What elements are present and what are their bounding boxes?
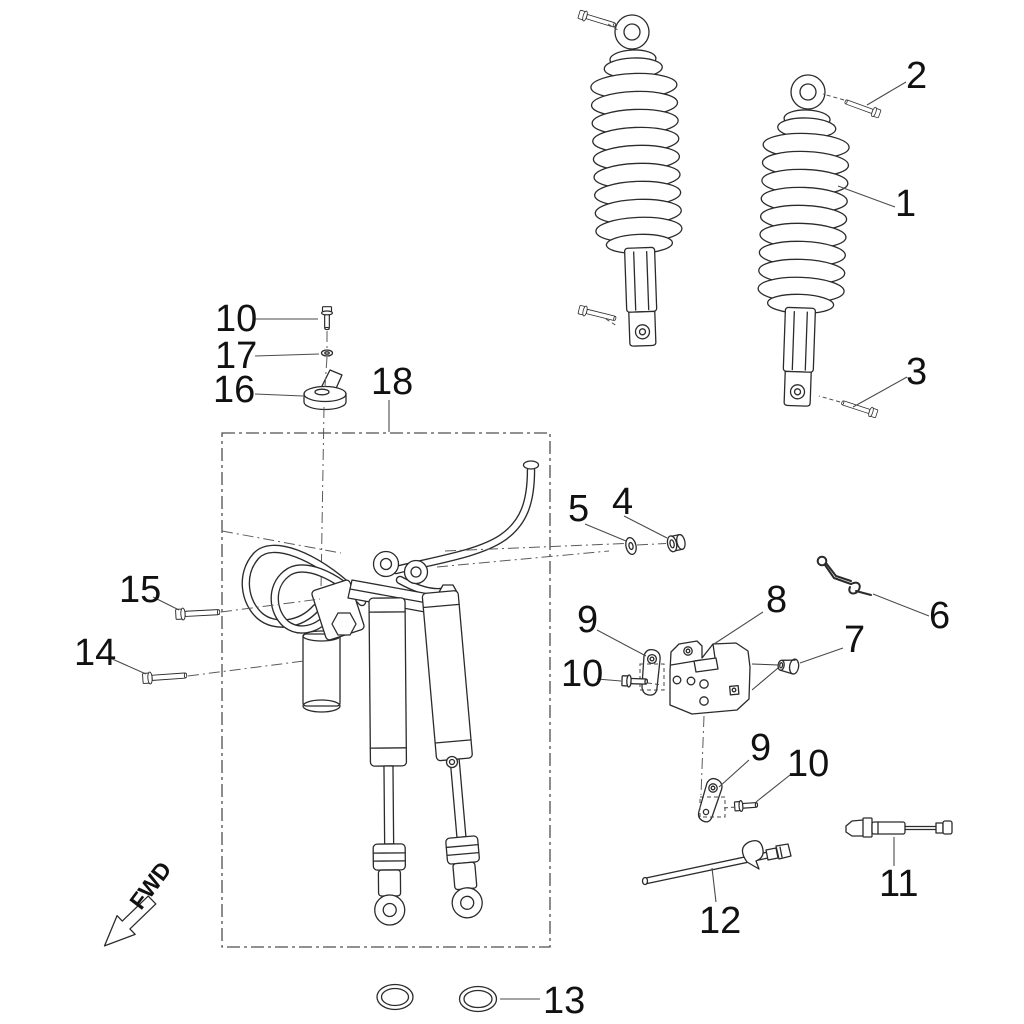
shock-absorber-right-part1: [753, 72, 853, 408]
strap-part9-upper: [639, 648, 665, 696]
axis-line-17-16: [324, 356, 328, 388]
callout-1: 1: [895, 183, 916, 225]
hydraulic-cylinder-left: [368, 597, 409, 926]
rod-clamp: [741, 839, 764, 870]
callout-9-lower: 9: [750, 727, 771, 769]
axis-line-16-assembly: [320, 406, 325, 590]
valve-block: [311, 550, 459, 641]
callout-10-lower: 10: [787, 743, 829, 785]
callout-18: 18: [371, 361, 413, 403]
strap-part9-lower: [697, 777, 726, 823]
axis-line-bolt15: [220, 598, 321, 613]
callout-3: 3: [906, 351, 927, 393]
callout-numbers: 1 2 3 4 5 6 7 8 9 9 10 10 10 11 12 13 14…: [74, 55, 950, 1022]
callout-9-upper: 9: [577, 599, 598, 641]
bolt-part14: [141, 669, 188, 685]
sensor-cable-part11: [845, 817, 953, 838]
bolt-part3: [818, 395, 879, 419]
callout-11: 11: [879, 863, 918, 905]
callout-5: 5: [568, 488, 589, 530]
callout-8: 8: [766, 579, 787, 621]
callout-13: 13: [543, 980, 585, 1022]
callout-16: 16: [213, 369, 255, 411]
accumulator-canister: [302, 630, 341, 713]
bracket-part8: [669, 640, 751, 715]
callout-10-mid: 10: [561, 653, 603, 695]
callout-12: 12: [699, 900, 741, 942]
axis-line-hose-washer: [444, 543, 626, 552]
o-ring-left-part13: [376, 983, 414, 1011]
rod-part12: [641, 839, 792, 886]
axis-line-bolt14: [187, 660, 305, 677]
bolt-top-left-shock: [577, 8, 619, 31]
shock-absorber-left: [587, 12, 687, 348]
screw-part10-lower: [723, 798, 759, 813]
hydraulic-unit-assembly-18: [241, 460, 540, 926]
bolt-part2: [822, 93, 882, 120]
pin-part7: [777, 658, 800, 675]
callout-10-top: 10: [215, 298, 257, 340]
callout-7: 7: [844, 619, 865, 661]
bolt-part15: [175, 605, 221, 621]
callout-17: 17: [215, 335, 257, 377]
axis-line-washer-nut: [636, 543, 667, 546]
callout-2: 2: [906, 55, 927, 97]
callout-6: 6: [929, 595, 950, 637]
hose-open-end: [522, 460, 540, 470]
fwd-label: FWD: [124, 857, 176, 914]
assembly-18-boundary: [221, 432, 551, 948]
nut-part4: [666, 533, 686, 553]
callout-15: 15: [119, 569, 161, 611]
washer-part5: [625, 536, 637, 556]
axis-line-bracket-strap: [700, 715, 705, 796]
callout-4: 4: [612, 481, 633, 523]
leader-lines: [109, 81, 930, 1000]
cap-part16: [303, 369, 347, 411]
screw-part10-mid: [621, 674, 663, 689]
wire-clip-part6: [816, 555, 872, 596]
o-ring-right-part13: [458, 985, 498, 1013]
axis-line-box-left: [221, 530, 342, 554]
fwd-arrow-shape: [103, 895, 157, 947]
callout-14: 14: [74, 632, 116, 674]
axis-line-hose-nut: [436, 550, 610, 568]
bolt-bottom-left-shock: [577, 304, 618, 327]
align-line-pin7-a: [751, 663, 779, 666]
washer-part17: [320, 349, 334, 357]
hydraulic-cylinder-right: [421, 589, 488, 920]
fwd-direction-arrow: FWD: [103, 857, 177, 947]
align-line-pin7-b: [751, 667, 779, 691]
screw-part10-top: [321, 306, 333, 331]
